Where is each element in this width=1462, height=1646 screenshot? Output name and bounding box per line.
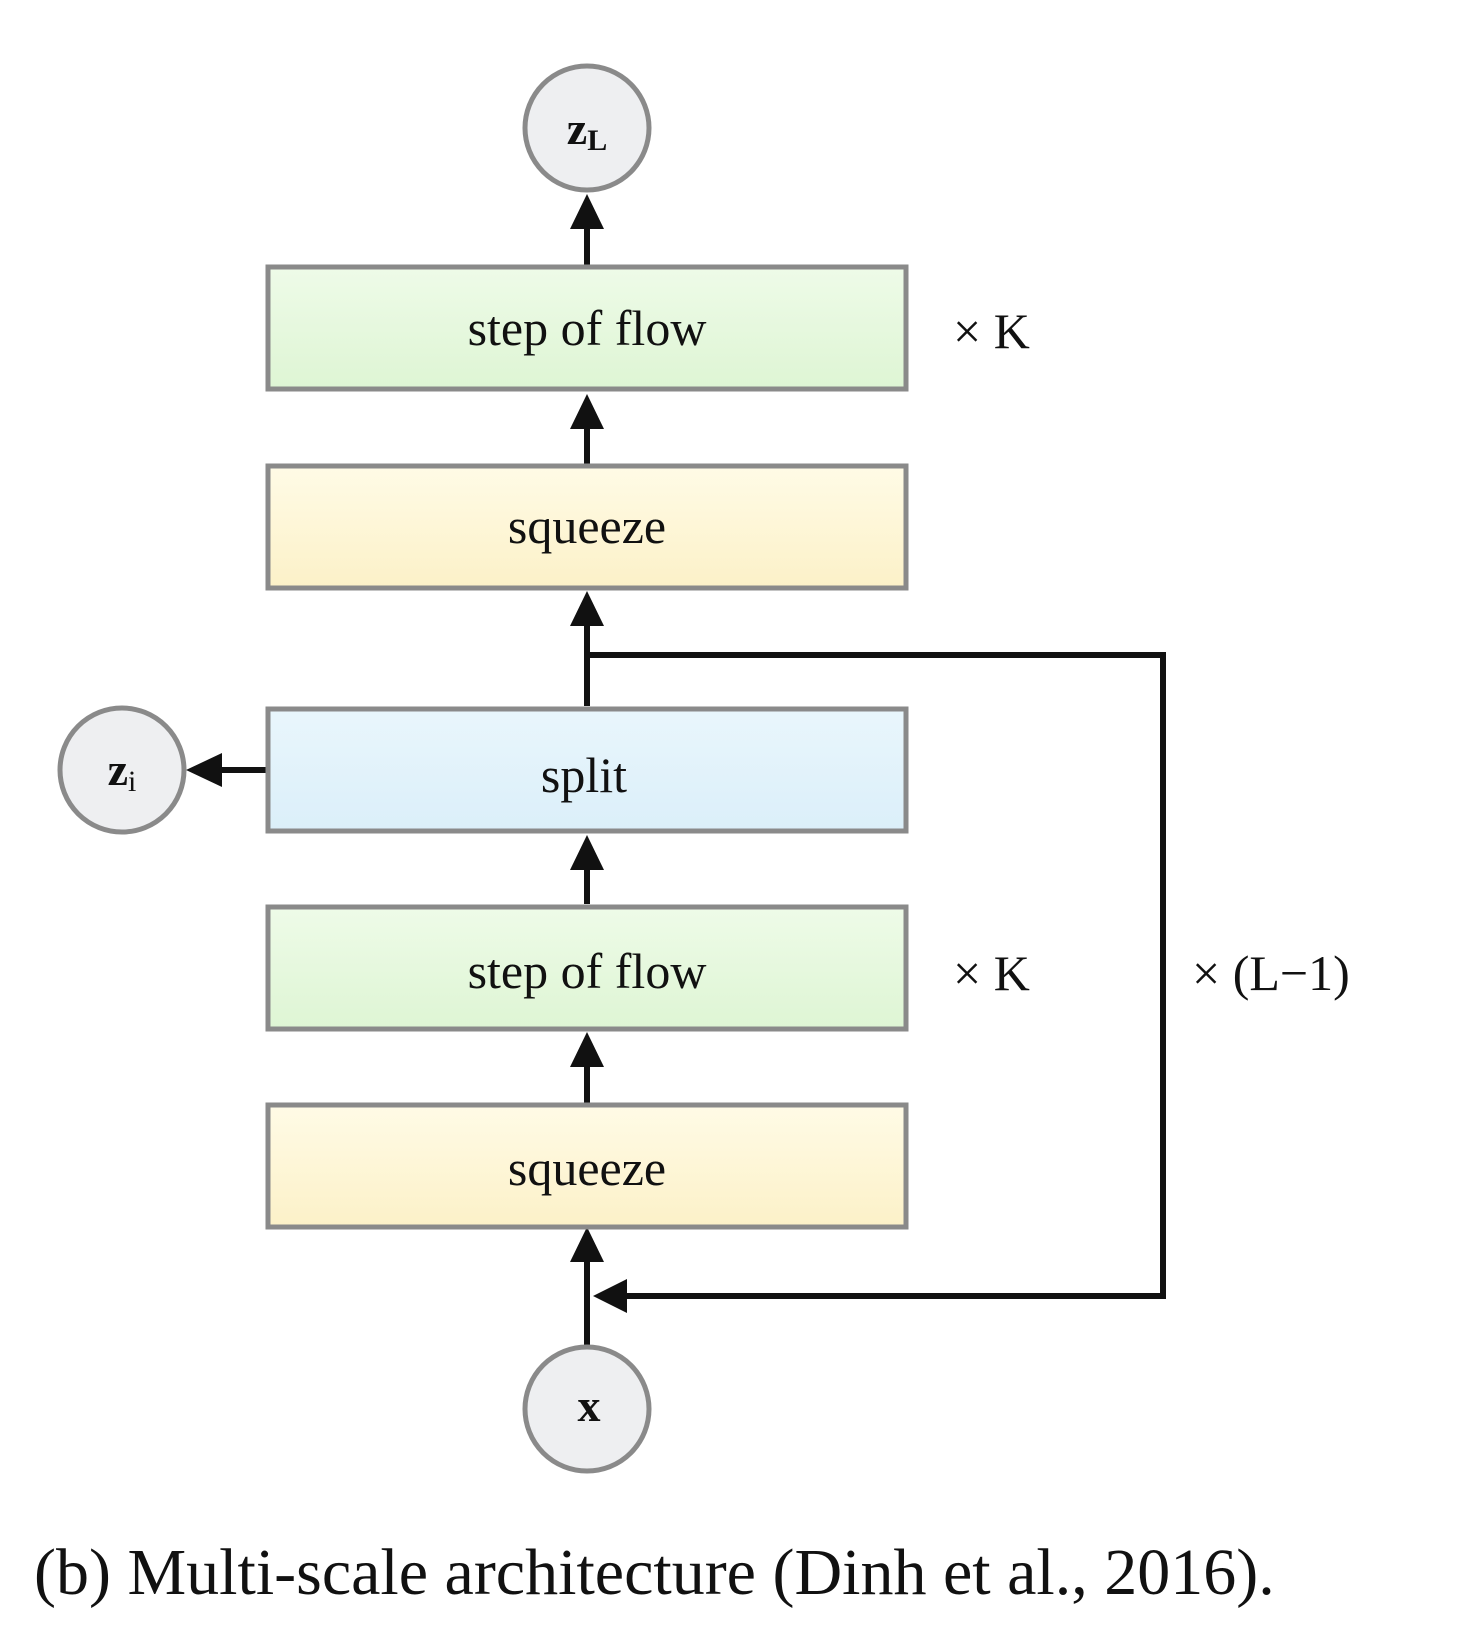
arrowhead-into-top-squeeze [570, 591, 604, 626]
block-split-label: split [541, 747, 627, 803]
node-x-circle [522, 1344, 652, 1474]
block-split-box [265, 706, 909, 834]
block-top-step-of-flow: step of flow [265, 264, 909, 392]
arrowhead-into-zl [570, 194, 604, 229]
arrowhead-into-bottom-flow [570, 1032, 604, 1067]
connectors [218, 228, 1166, 1345]
loop-back-connector [587, 652, 1166, 1299]
arrowhead-into-top-flow [570, 394, 604, 429]
block-top-squeeze-label: squeeze [508, 498, 666, 554]
block-split: split [265, 706, 909, 834]
arrowhead-loop-return [593, 1279, 627, 1313]
block-bottom-step-of-flow: step of flow [265, 904, 909, 1032]
node-zi-label: zi [108, 744, 137, 798]
arrowhead-into-bottom-squeeze [570, 1227, 604, 1262]
repeat-label-top-flow: × K [953, 303, 1030, 359]
block-bottom-squeeze-box [265, 1102, 909, 1230]
arrowheads [186, 194, 627, 1313]
node-zl-label: zL [567, 103, 607, 157]
block-bottom-step-of-flow-box [265, 904, 909, 1032]
block-top-squeeze-box [265, 463, 909, 591]
node-zi-circle [57, 705, 187, 835]
block-top-step-of-flow-label: step of flow [468, 300, 707, 356]
repeat-label-loop: × (L−1) [1192, 945, 1350, 1001]
node-zl-circle [522, 63, 652, 193]
repeat-label-bottom-flow: × K [953, 945, 1030, 1001]
node-x: x [522, 1344, 652, 1474]
block-top-squeeze: squeeze [265, 463, 909, 591]
node-zi: zi [57, 705, 187, 835]
block-bottom-squeeze-label: squeeze [508, 1140, 666, 1196]
figure-caption: (b) Multi-scale architecture (Dinh et al… [34, 1536, 1275, 1609]
block-bottom-step-of-flow-label: step of flow [468, 943, 707, 999]
node-x-label: x [578, 1380, 601, 1431]
arrowhead-into-zi [186, 753, 222, 787]
block-top-step-of-flow-box [265, 264, 909, 392]
block-bottom-squeeze: squeeze [265, 1102, 909, 1230]
arrowhead-into-split [570, 835, 604, 870]
node-zl: zL [522, 63, 652, 193]
